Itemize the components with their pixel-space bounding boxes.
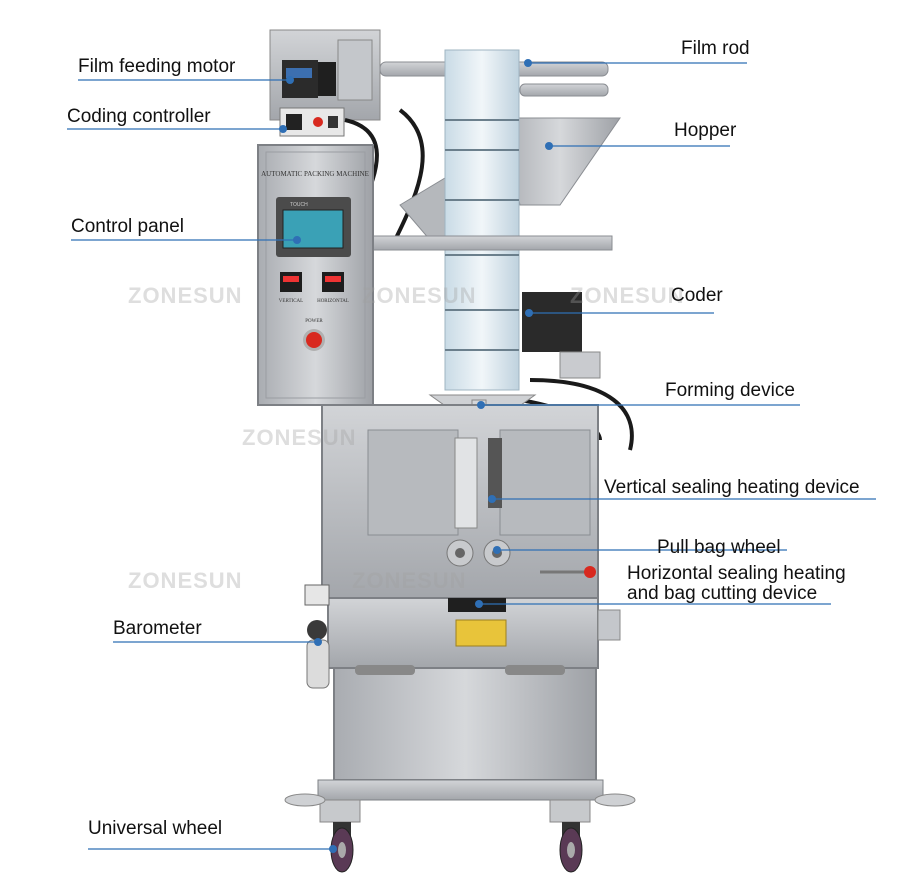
panel-title-text: AUTOMATIC PACKING MACHINE bbox=[261, 170, 369, 178]
label-film-feeding-motor: Film feeding motor bbox=[78, 56, 236, 77]
lower-cabinet bbox=[327, 597, 621, 781]
leader-dot-film-rod bbox=[524, 59, 532, 67]
touch-label: TOUCH bbox=[290, 202, 308, 208]
touch-screen[interactable] bbox=[282, 209, 344, 249]
label-barometer: Barometer bbox=[113, 618, 202, 639]
power-label: POWER bbox=[305, 319, 323, 324]
leader-dot-film-feeding-motor bbox=[286, 76, 294, 84]
watermark: ZONESUN bbox=[128, 283, 243, 308]
leader-lines bbox=[67, 59, 876, 853]
label-horizontal-sealing-line2: and bag cutting device bbox=[627, 583, 818, 604]
label-coding-controller: Coding controller bbox=[67, 106, 211, 127]
leader-dot-horizontal-sealing bbox=[475, 600, 483, 608]
leader-dot-vertical-sealing bbox=[488, 495, 496, 503]
watermark: ZONESUN bbox=[362, 283, 477, 308]
base-frame bbox=[284, 779, 636, 823]
leader-dot-pull-bag-wheel bbox=[493, 546, 501, 554]
label-film-rod: Film rod bbox=[681, 38, 750, 59]
leader-dot-hopper bbox=[545, 142, 553, 150]
universal-wheels bbox=[330, 822, 583, 873]
leader-dot-forming-device bbox=[477, 401, 485, 409]
warning-label bbox=[455, 619, 507, 647]
watermark: ZONESUN bbox=[570, 283, 685, 308]
label-universal-wheel: Universal wheel bbox=[88, 818, 223, 839]
label-forming-device: Forming device bbox=[665, 380, 795, 401]
watermark: ZONESUN bbox=[242, 425, 357, 450]
label-hopper: Hopper bbox=[674, 120, 737, 141]
label-coder: Coder bbox=[671, 285, 723, 306]
pull-bag-wheels bbox=[446, 539, 596, 578]
film-feeding-motor-assembly bbox=[269, 29, 381, 121]
control-panel-cabinet: AUTOMATIC PACKING MACHINE TOUCH VERTICAL… bbox=[257, 144, 374, 406]
watermark: ZONESUN bbox=[128, 568, 243, 593]
coder-unit bbox=[522, 292, 601, 379]
film-tube bbox=[444, 49, 520, 391]
power-button[interactable] bbox=[306, 332, 322, 348]
label-horizontal-sealing-line1: Horizontal sealing heating bbox=[627, 563, 846, 584]
leader-dot-coding-controller bbox=[279, 125, 287, 133]
barometer-unit bbox=[304, 584, 330, 689]
leader-dot-barometer bbox=[314, 638, 322, 646]
crossbar bbox=[371, 235, 613, 251]
leader-dot-universal-wheel bbox=[329, 845, 337, 853]
leader-dot-coder bbox=[525, 309, 533, 317]
machine-body bbox=[321, 404, 599, 601]
watermark: ZONESUN bbox=[352, 568, 467, 593]
label-vertical-sealing: Vertical sealing heating device bbox=[604, 477, 860, 498]
leader-dot-control-panel bbox=[293, 236, 301, 244]
label-pull-bag-wheel: Pull bag wheel bbox=[657, 537, 781, 558]
horizontal-label: HORIZONTAL bbox=[317, 299, 349, 304]
label-control-panel: Control panel bbox=[71, 216, 185, 237]
vertical-label: VERTICAL bbox=[279, 299, 303, 304]
coding-controller-box bbox=[279, 107, 345, 137]
